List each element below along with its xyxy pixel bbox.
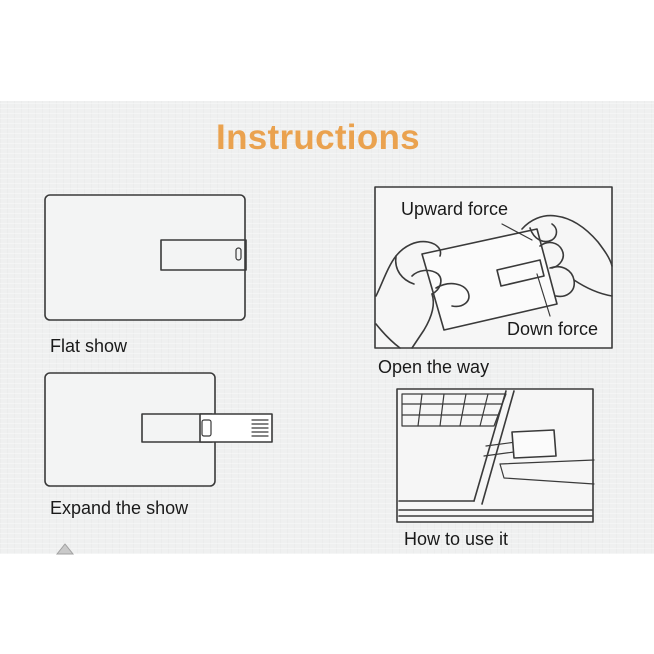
caption-open-the-way: Open the way [378,357,490,377]
triangle-marker-icon [55,543,75,555]
laptop-usb-port-icon [396,388,595,523]
usb-card-closed-icon [44,194,247,321]
caption-flat-show: Flat show [50,336,128,356]
usb-card-expanded-icon [44,372,273,487]
caption-how-to-use-it: How to use it [404,529,509,549]
hands-opening-card-icon [374,186,613,349]
callout-upward-force: Upward force [401,199,509,219]
page-title: Instructions [216,118,420,157]
callout-down-force: Down force [507,319,599,339]
caption-expand-the-show: Expand the show [50,498,189,518]
